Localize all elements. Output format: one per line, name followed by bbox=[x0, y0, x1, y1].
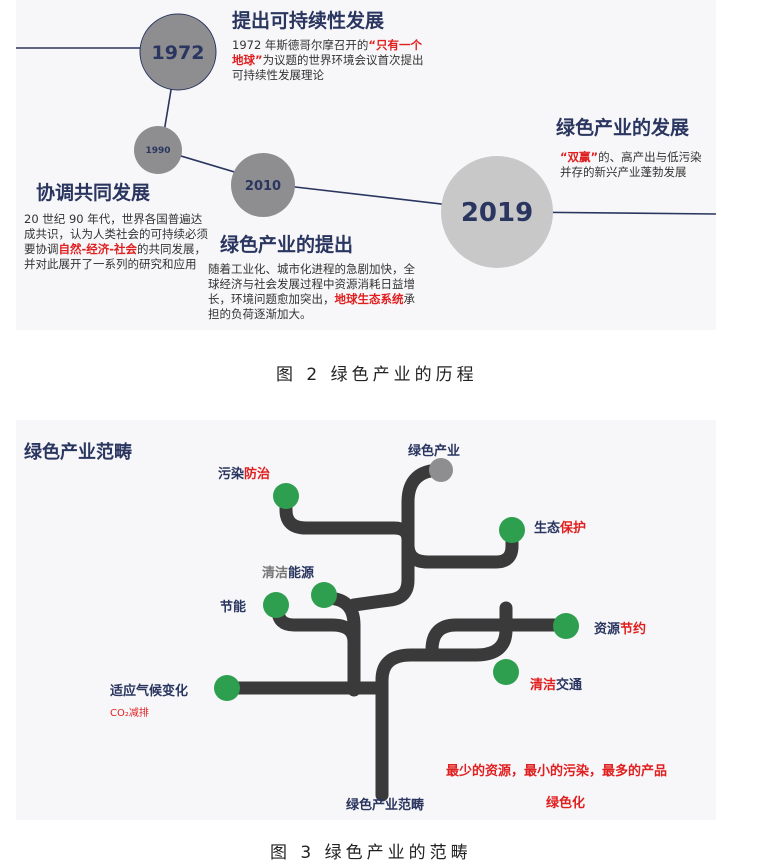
node-ecology-protect bbox=[499, 517, 525, 543]
year-circle-2019 bbox=[441, 156, 553, 268]
node-clean-energy bbox=[311, 582, 337, 608]
node-energy-saving bbox=[263, 592, 289, 618]
year-circle-2010 bbox=[231, 153, 295, 217]
label-root: 绿色产业 bbox=[408, 444, 461, 459]
branch-ecology-protect bbox=[401, 525, 519, 569]
year-circle-1990 bbox=[134, 126, 182, 174]
event-desc-1990: 20 世纪 90 年代，世界各国普遍达成共识，认为人类社会的可持续必须要协调自然… bbox=[24, 212, 208, 271]
label-clean-energy: 清洁能源 bbox=[262, 566, 315, 581]
node-clean-traffic bbox=[493, 659, 519, 685]
year-label-2019: 2019 bbox=[461, 198, 533, 228]
label-clean-traffic: 清洁交通 bbox=[530, 678, 583, 693]
label-pollution-control: 污染防治 bbox=[218, 467, 271, 482]
category-tree-svg bbox=[214, 458, 579, 802]
label-energy-saving: 节能 bbox=[220, 600, 247, 615]
category-tree-panel: 绿色产业范畴 绿色产业 污染防治 生态保护 清洁能源 节能 资源节约 适应气候变… bbox=[16, 420, 716, 820]
branch-clean-traffic bbox=[375, 601, 513, 727]
year-label-1972: 1972 bbox=[152, 42, 205, 64]
node-root bbox=[429, 458, 453, 482]
slogan-line: 最少的资源，最小的污染，最多的产品 bbox=[446, 764, 668, 779]
branch-resource-saving bbox=[425, 618, 573, 662]
year-circle-1972 bbox=[139, 13, 217, 91]
node-adapt-climate bbox=[214, 675, 240, 701]
fig3-title: 绿色产业范畴 bbox=[24, 442, 132, 463]
figure2-caption: 图 2 绿色产业的历程 bbox=[276, 365, 478, 385]
figure3-caption: 图 3 绿色产业的范畴 bbox=[270, 843, 472, 863]
event-desc-2010: 随着工业化、城市化进程的急剧加快，全球经济与社会发展过程中资源消耗日益增长，环境… bbox=[208, 262, 415, 321]
node-resource-saving bbox=[553, 613, 579, 639]
label-co2: CO₂减排 bbox=[110, 708, 149, 719]
year-label-1990: 1990 bbox=[145, 146, 170, 156]
event-title-2019: 绿色产业的发展 bbox=[556, 117, 690, 139]
branch-upper-trunk bbox=[347, 463, 448, 612]
label-ecology-protect: 生态保护 bbox=[534, 521, 587, 536]
timeline-panel: 1972 1990 2010 2019 提出可持续性发展 1972 年斯德哥尔摩… bbox=[16, 0, 716, 330]
event-title-1990: 协调共同发展 bbox=[36, 182, 151, 204]
event-title-2010: 绿色产业的提出 bbox=[220, 234, 354, 256]
label-resource-saving: 资源节约 bbox=[594, 622, 647, 637]
event-desc-2019: “双赢”的、高产出与低污染并存的新兴产业蓬勃发展 bbox=[560, 150, 702, 179]
event-desc-1972: 1972 年斯德哥尔摩召开的“只有一个地球”为议题的世界环境会议首次提出可持续性… bbox=[232, 38, 424, 82]
tree-branches bbox=[221, 463, 573, 802]
branch-pollution-control bbox=[279, 491, 415, 547]
timeline-svg: 1972 1990 2010 2019 bbox=[16, 13, 716, 268]
node-pollution-control bbox=[273, 483, 299, 509]
branch-energy-saving bbox=[271, 603, 361, 649]
label-adapt-climate: 适应气候变化 bbox=[110, 684, 189, 699]
year-label-2010: 2010 bbox=[245, 179, 281, 194]
label-base: 绿色产业范畴 bbox=[346, 798, 425, 813]
slogan-greenization: 绿色化 bbox=[546, 796, 586, 811]
event-title-1972: 提出可持续性发展 bbox=[232, 10, 385, 32]
